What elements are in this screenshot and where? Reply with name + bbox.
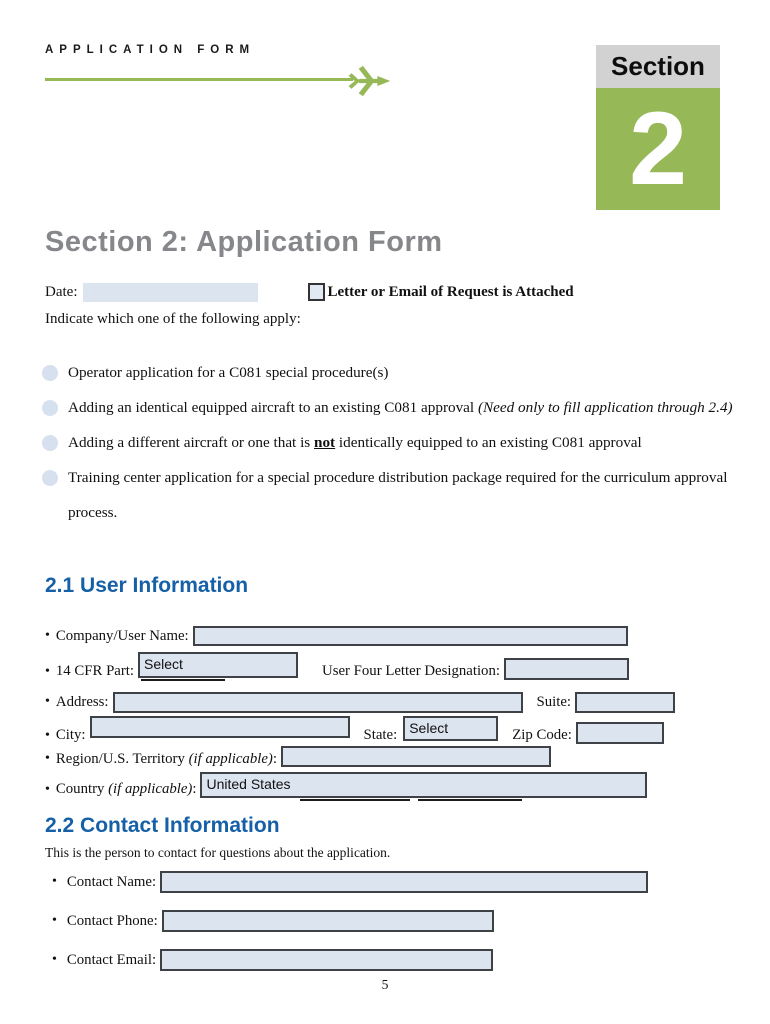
address-label: Address: (55, 693, 109, 710)
airplane-icon (348, 65, 391, 97)
page-number: 5 (381, 977, 389, 992)
cfr-part-row: • 14 CFR Part: Select User Four Letter D… (45, 652, 735, 682)
option-text: Operator application for a C081 special … (68, 364, 389, 381)
country-row: • Country (if applicable): United States (45, 772, 735, 801)
contact-email-input[interactable] (160, 949, 494, 971)
contact-description: This is the person to contact for questi… (45, 845, 391, 860)
country-select[interactable]: United States (200, 772, 648, 798)
heading-user-information: 2.1 User Information (45, 574, 249, 597)
country-label: Country (if applicable): (55, 781, 197, 797)
obscured-text-fragment (141, 678, 226, 681)
brand-rule (45, 65, 391, 101)
radio-button[interactable] (42, 365, 58, 381)
city-input[interactable] (89, 716, 350, 738)
date-input[interactable] (83, 282, 259, 302)
bullet: • (45, 628, 50, 643)
cfr-part-label: 14 CFR Part: (55, 663, 135, 679)
region-row: • Region/U.S. Territory (if applicable): (45, 746, 735, 772)
obscured-text-fragment (418, 798, 523, 801)
green-rule (45, 78, 353, 81)
address-input[interactable] (112, 691, 523, 713)
option-identical-aircraft: Adding an identical equipped aircraft to… (42, 390, 735, 425)
contact-phone-input[interactable] (161, 910, 494, 932)
cfr-part-select[interactable]: Select (138, 652, 299, 678)
suite-input[interactable] (575, 691, 676, 713)
section-tab-label: Section (596, 45, 720, 88)
region-input[interactable] (280, 746, 551, 767)
zip-input[interactable] (575, 722, 664, 744)
contact-email-label: Contact Email: (66, 951, 157, 968)
application-type-options: Operator application for a C081 special … (42, 355, 735, 530)
section-tab-number: 2 (596, 88, 720, 210)
bullet: • (45, 782, 50, 797)
contact-name-label: Contact Name: (66, 873, 157, 890)
bullet: • (45, 664, 50, 679)
section-tab: Section 2 (596, 45, 720, 210)
contact-phone-label: Contact Phone: (66, 912, 158, 929)
company-input[interactable] (192, 626, 628, 646)
region-label: Region/U.S. Territory (if applicable): (55, 750, 277, 767)
bullet: • (52, 952, 57, 967)
brand-title: APPLICATION FORM (45, 44, 256, 56)
letter-attached-checkbox[interactable] (308, 283, 326, 301)
user-information-fields: • Company/User Name: • 14 CFR Part: Sele… (45, 622, 735, 801)
designation-label: User Four Letter Designation: (322, 663, 500, 679)
company-row: • Company/User Name: (45, 622, 735, 650)
zip-label: Zip Code: (512, 727, 572, 743)
state-select[interactable]: Select (403, 716, 499, 741)
heading-contact-information: 2.2 Contact Information (45, 814, 280, 837)
bullet: • (52, 913, 57, 928)
city-row: • City: State: Select Zip Code: (45, 716, 735, 746)
bullet: • (45, 751, 50, 766)
contact-name-row: • Contact Name: (45, 870, 735, 894)
radio-button[interactable] (42, 400, 58, 416)
page-title: Section 2: Application Form (45, 226, 443, 258)
option-text: Adding an identical equipped aircraft to… (68, 399, 733, 416)
date-row: Date: Letter or Email of Request is Atta… (45, 281, 574, 303)
contact-email-row: • Contact Email: (45, 948, 735, 972)
option-text: Training center application for a specia… (68, 469, 728, 521)
radio-button[interactable] (42, 470, 58, 486)
brand-header: APPLICATION FORM (45, 44, 391, 101)
bullet: • (45, 728, 50, 743)
suite-label: Suite: (536, 693, 572, 710)
date-label: Date: (45, 283, 78, 300)
contact-name-input[interactable] (160, 871, 649, 893)
company-label: Company/User Name: (55, 627, 189, 644)
contact-information-fields: • Contact Name: • Contact Phone: • Conta… (45, 870, 735, 972)
option-training-center: Training center application for a specia… (42, 460, 735, 530)
address-row: • Address: Suite: (45, 688, 735, 716)
radio-button[interactable] (42, 435, 58, 451)
bullet: • (52, 874, 57, 889)
state-label: State: (363, 727, 398, 743)
designation-input[interactable] (503, 658, 629, 680)
option-different-aircraft: Adding a different aircraft or one that … (42, 425, 735, 460)
option-operator-application: Operator application for a C081 special … (42, 355, 735, 390)
bullet: • (45, 694, 50, 709)
obscured-text-fragment (300, 798, 411, 801)
contact-phone-row: • Contact Phone: (45, 909, 735, 933)
option-text: Adding a different aircraft or one that … (68, 434, 642, 451)
city-label: City: (55, 727, 86, 743)
letter-attached-label: Letter or Email of Request is Attached (327, 283, 574, 300)
intro-text: Indicate which one of the following appl… (45, 311, 301, 327)
